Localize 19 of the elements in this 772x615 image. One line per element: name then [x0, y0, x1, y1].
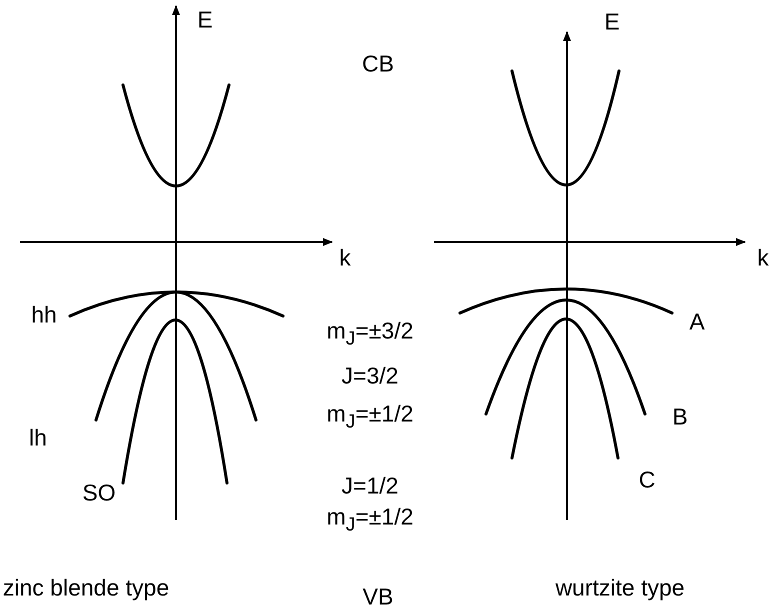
band-label: B — [672, 404, 688, 430]
band-label: A — [689, 309, 705, 335]
quantum-number: J=1/2 — [342, 473, 398, 499]
caption-text: zinc blende type — [2, 575, 170, 601]
quantum-number: m$_{J}$=±1/2 — [326, 402, 414, 432]
quantum-number: m$_{J}$=±1/2 — [326, 504, 414, 536]
axis-label: E — [604, 9, 620, 35]
quantum-number: J=3/2 — [342, 363, 398, 389]
band-label: VB — [362, 584, 394, 610]
band-label: lh — [29, 425, 47, 451]
axis-label: k — [339, 245, 351, 271]
axis-label: k — [757, 245, 769, 271]
axis-label: E — [197, 7, 213, 33]
caption-text: wurtzite type — [555, 575, 685, 601]
band-label: hh — [31, 302, 57, 328]
band-label: C — [638, 467, 656, 493]
quantum-number: m$_{J}$=±3/2 — [326, 318, 414, 350]
band-label: SO — [82, 480, 116, 506]
band-label: CB — [362, 51, 394, 77]
